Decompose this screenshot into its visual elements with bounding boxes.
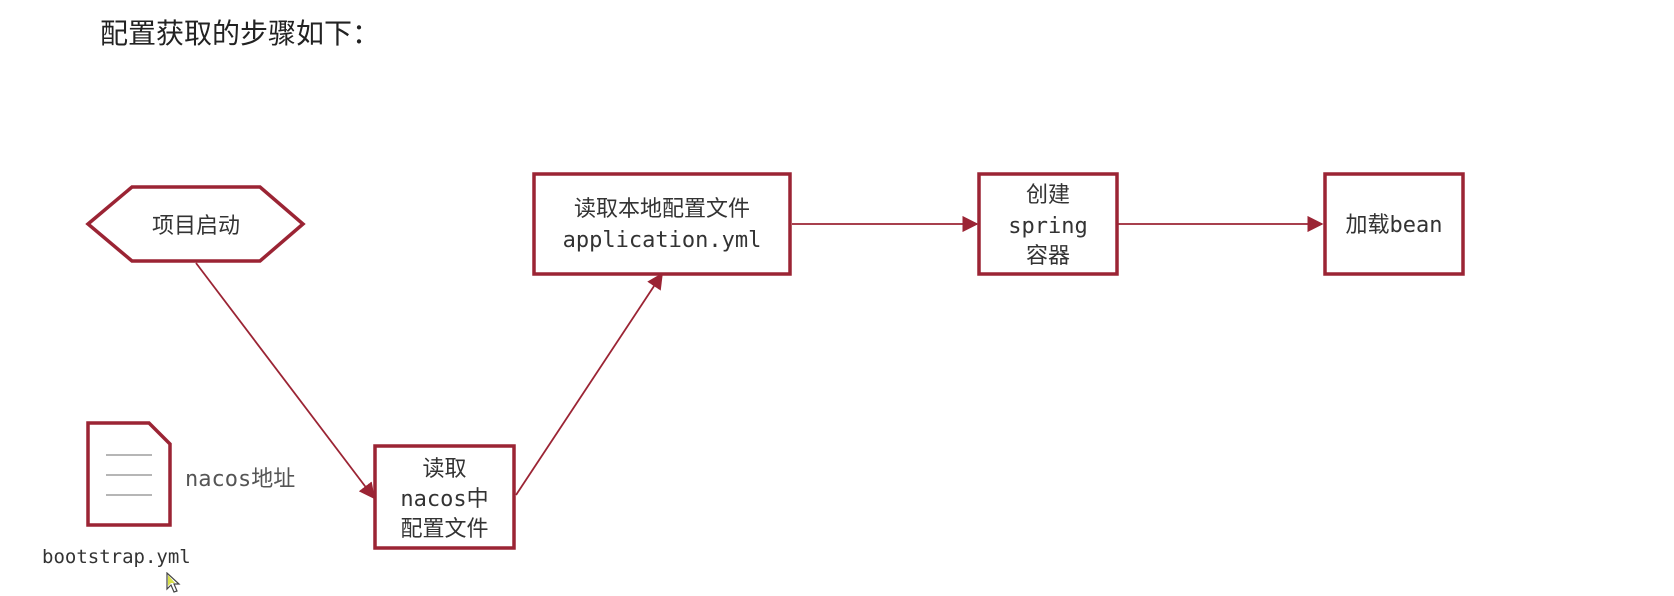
read-nacos-box (373, 444, 516, 550)
file-name-label: bootstrap.yml (42, 546, 191, 568)
read-nacos-line-3: 配置文件 (400, 517, 488, 542)
load-bean-label: 加载bean (1346, 213, 1443, 238)
start-label: 项目启动 (152, 214, 240, 239)
load-bean-box (1323, 172, 1465, 276)
node-read-nacos: 读取 nacos中 配置文件 (373, 444, 516, 550)
node-read-local: 读取本地配置文件 application.yml (532, 172, 792, 276)
read-local-line-2: application.yml (563, 228, 762, 253)
file-note-label: nacos地址 (185, 467, 295, 492)
create-spring-line-1: 创建 (1026, 183, 1070, 208)
node-load-bean: 加载bean (1323, 172, 1465, 276)
start-hexagon (85, 185, 306, 263)
create-spring-line-3: 容器 (1026, 244, 1070, 269)
node-create-spring: 创建 spring 容器 (977, 172, 1119, 276)
edge-start-to-read-nacos (195, 262, 375, 500)
file-icon (86, 421, 172, 527)
create-spring-box (977, 172, 1119, 276)
file-icon-outline (86, 421, 172, 527)
read-nacos-line-2: nacos中 (400, 487, 488, 512)
read-local-box (532, 172, 792, 276)
node-start: 项目启动 (85, 185, 306, 263)
page-title: 配置获取的步骤如下： (100, 17, 381, 50)
read-local-line-1: 读取本地配置文件 (574, 197, 750, 222)
edge-read-nacos-to-read-local (515, 272, 663, 496)
read-nacos-line-1: 读取 (422, 457, 466, 482)
create-spring-line-2: spring (1008, 214, 1087, 239)
mouse-cursor-icon (166, 572, 181, 593)
